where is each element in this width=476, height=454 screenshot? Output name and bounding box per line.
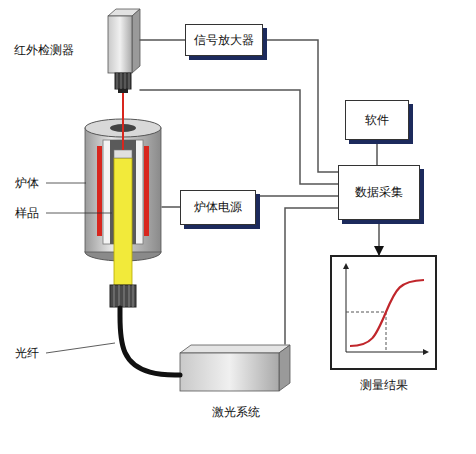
leader-line	[46, 213, 112, 214]
node-label: 激光系统	[212, 404, 260, 421]
software-box: 软件	[345, 100, 409, 140]
node-label: 测量结果	[360, 377, 408, 394]
detector-figure	[108, 9, 140, 93]
signal-wire	[162, 206, 180, 208]
signal-wire	[376, 140, 378, 165]
node-label: 信号放大器	[194, 32, 254, 49]
node-label: 炉体	[15, 175, 39, 192]
leader-line	[46, 183, 86, 184]
signal-wire	[378, 220, 380, 255]
signal-wire	[263, 40, 338, 172]
laser-system: 激光系统	[180, 344, 290, 392]
signal-wire	[140, 90, 338, 184]
signal-wire	[140, 39, 185, 41]
node-label: 炉体电源	[194, 199, 242, 216]
part-label: 样品	[15, 205, 39, 222]
ir-beam	[122, 93, 124, 150]
furnace: 炉体	[85, 118, 162, 308]
part-label: 光纤	[15, 345, 39, 362]
result-chart-box: 测量结果	[330, 255, 437, 370]
node-label: 数据采集	[355, 184, 403, 201]
result-chart	[331, 256, 436, 369]
leader-line	[46, 343, 115, 353]
infrared-detector: 红外检测器	[108, 8, 140, 96]
signal-wire	[256, 195, 338, 197]
node-label: 软件	[365, 112, 389, 129]
data-acquisition-box: 数据采集	[338, 165, 420, 220]
node-label: 红外检测器	[14, 42, 74, 59]
amplifier-box: 信号放大器	[185, 24, 263, 56]
optical-fiber	[120, 308, 180, 375]
laser-figure	[180, 345, 290, 391]
furnace-power-box: 炉体电源	[180, 190, 256, 225]
